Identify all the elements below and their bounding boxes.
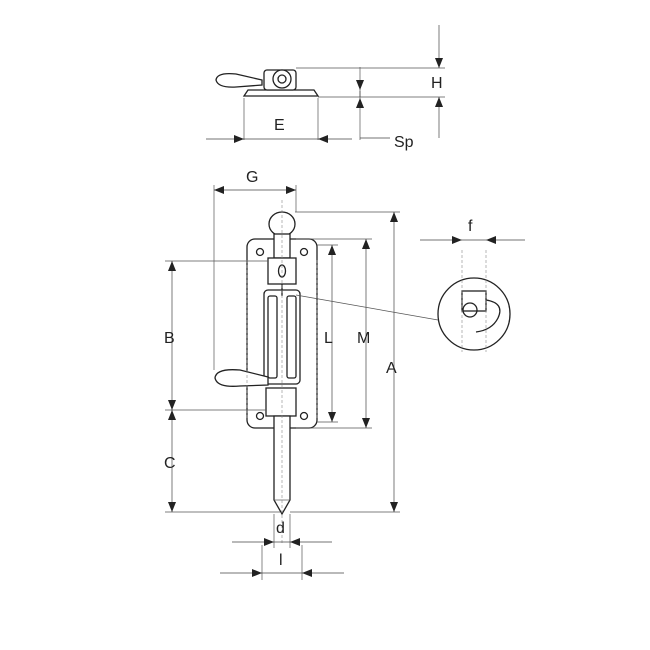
dimension-f: f <box>420 218 525 244</box>
top-view-eye-inner <box>277 74 287 84</box>
dimension-Sp: Sp <box>356 80 414 151</box>
label-C: C <box>164 455 176 472</box>
label-l: l <box>279 552 283 569</box>
label-M: M <box>357 330 370 347</box>
screw-hole-bottom-left <box>255 411 265 421</box>
label-L: L <box>324 330 333 347</box>
top-view <box>215 67 445 140</box>
detail-catch <box>475 299 501 333</box>
dimension-E: E <box>206 117 352 143</box>
label-f: f <box>468 218 473 235</box>
dimension-L: L <box>317 244 338 423</box>
label-A: A <box>386 360 397 377</box>
label-G: G <box>246 169 258 186</box>
bottom-guide <box>265 387 297 417</box>
detail-leader <box>295 294 439 321</box>
detail-pin <box>462 302 478 318</box>
right-rail <box>286 295 297 379</box>
top-view-base-plate <box>242 89 320 97</box>
dimension-C: C <box>164 410 280 513</box>
left-rail <box>267 295 278 379</box>
label-d: d <box>276 520 285 537</box>
label-Sp: Sp <box>394 134 414 151</box>
screw-hole-top-right <box>299 247 309 257</box>
dimension-G: G <box>213 169 297 370</box>
detail-view <box>295 250 511 352</box>
detail-pin-head <box>461 290 487 312</box>
screw-hole-top-left <box>255 247 265 257</box>
dimension-A: A <box>290 211 400 513</box>
label-E: E <box>274 117 285 134</box>
front-view-handle <box>214 369 269 387</box>
label-B: B <box>164 330 175 347</box>
dimension-M: M <box>296 238 372 429</box>
label-H: H <box>431 75 443 92</box>
front-view <box>214 200 318 545</box>
dimension-l: l <box>220 545 344 580</box>
dimension-B: B <box>164 260 268 411</box>
detail-circle <box>437 277 511 351</box>
dimension-H: H <box>431 25 443 138</box>
top-view-handle <box>215 72 263 88</box>
dimension-d: d <box>232 514 332 548</box>
screw-hole-bottom-right <box>299 411 309 421</box>
